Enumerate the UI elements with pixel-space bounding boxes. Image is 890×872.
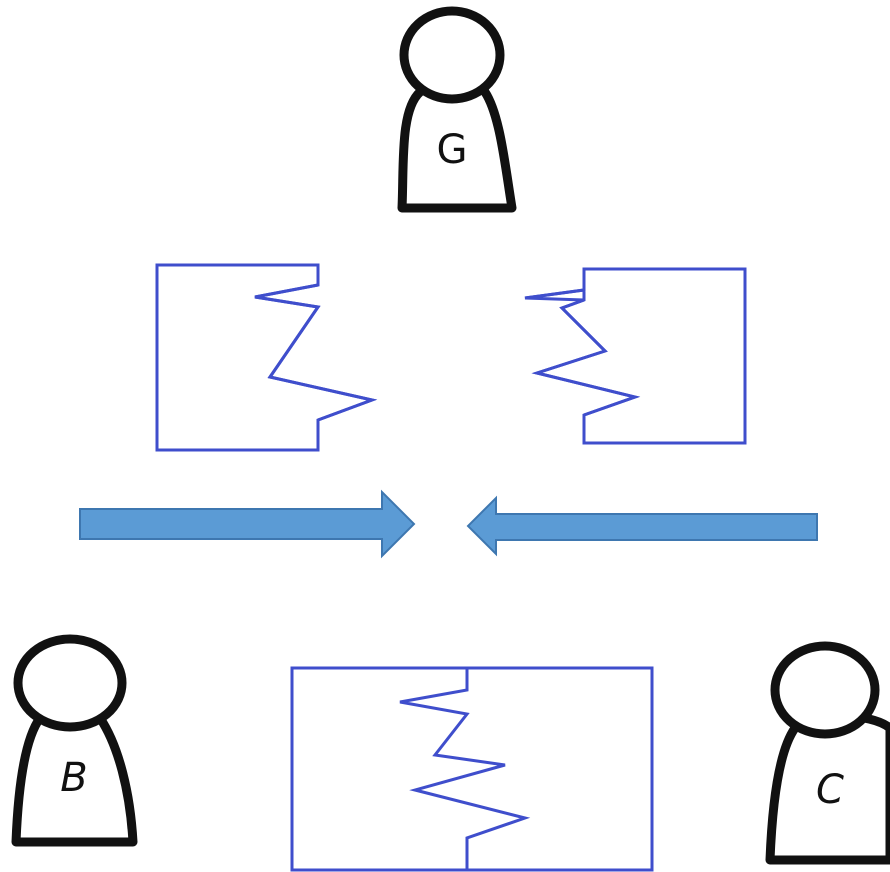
arrow-right-icon bbox=[79, 489, 416, 559]
person-g-label: G bbox=[437, 127, 468, 173]
person-b-label: B bbox=[60, 755, 87, 801]
person-c: C bbox=[765, 641, 890, 865]
puzzle-half-right-zigzag bbox=[524, 288, 641, 417]
puzzle-half-left-icon bbox=[155, 263, 378, 452]
person-b: B bbox=[11, 634, 138, 847]
puzzle-half-right bbox=[524, 267, 747, 445]
arrow-left-icon bbox=[466, 495, 818, 557]
joined-puzzle-seam bbox=[399, 668, 531, 870]
puzzle-half-right-icon bbox=[524, 267, 747, 445]
person-g-head bbox=[399, 6, 505, 104]
joined-puzzle bbox=[290, 666, 654, 872]
person-c-label: C bbox=[816, 767, 844, 813]
person-c-head bbox=[770, 641, 880, 739]
person-g: G bbox=[397, 6, 517, 213]
joined-puzzle-icon bbox=[290, 666, 654, 872]
puzzle-half-left-zigzag bbox=[254, 283, 378, 422]
person-b-head bbox=[13, 634, 127, 732]
puzzle-half-left bbox=[155, 263, 378, 452]
